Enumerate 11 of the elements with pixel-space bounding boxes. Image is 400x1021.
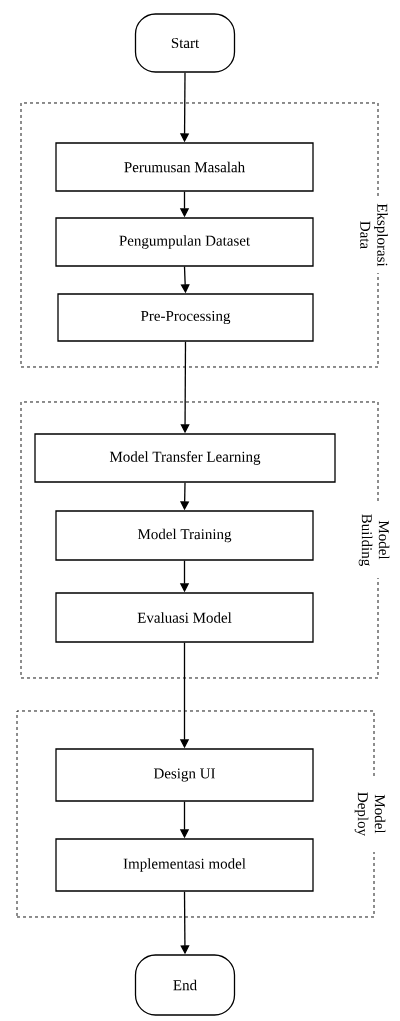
process-box: Model Transfer Learning [34,433,336,483]
process-box: Pengumpulan Dataset [55,217,314,267]
stage-label: Eksplorasi Data [358,197,390,273]
stage-label: Model Building [356,502,392,578]
process-box: Design UI [55,748,314,802]
process-box: Perumusan Masalah [55,142,314,192]
stage-label: Model Deploy [352,776,388,852]
process-box: Evaluasi Model [55,592,314,643]
process-box: Model Training [55,510,314,561]
process-box: Implementasi model [55,838,314,892]
process-box: Pre-Processing [57,293,314,342]
